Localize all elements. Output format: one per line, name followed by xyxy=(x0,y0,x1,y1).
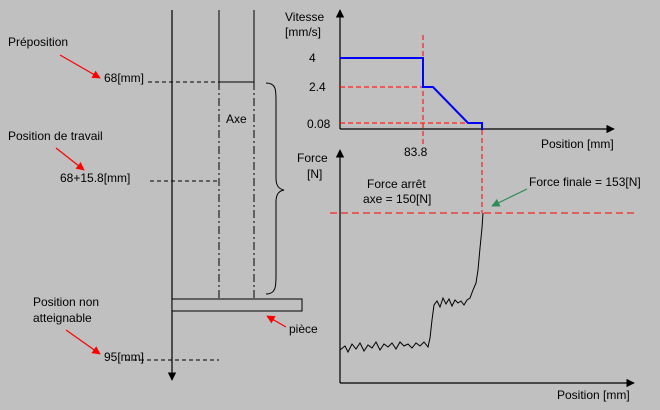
force-stop-label-line1: Force arrêt xyxy=(367,177,426,191)
speed-tick-4: 4 xyxy=(309,51,316,65)
force-final-label: Force finale = 153[N] xyxy=(529,175,641,189)
speed-tick-83-8: 83.8 xyxy=(404,145,428,159)
speed-tick-2-4: 2.4 xyxy=(309,80,326,94)
force-stop-label-line2: axe = 150[N] xyxy=(363,192,431,206)
preposition-label: Préposition xyxy=(8,35,68,49)
work-position-arrow xyxy=(55,147,85,171)
speed-x-title: Position [mm] xyxy=(541,137,614,151)
force-final-arrow xyxy=(491,188,528,207)
speed-tick-0-08: 0.08 xyxy=(307,117,331,131)
force-x-title: Position [mm] xyxy=(557,388,630,402)
preposition-value: 68[mm] xyxy=(104,71,144,85)
work-position-label: Position de travail xyxy=(8,129,103,143)
speed-profile-line xyxy=(340,57,483,130)
unreachable-arrow xyxy=(65,329,101,355)
unreachable-label-line1: Position non xyxy=(33,295,99,309)
preposition-arrow xyxy=(59,54,101,79)
force-signal-trace xyxy=(339,212,484,354)
piece-label: pièce xyxy=(289,322,318,336)
speed-y-title-line2: [mm/s] xyxy=(285,25,321,39)
axis-label: Axe xyxy=(226,112,247,126)
piece-arrow xyxy=(266,315,287,328)
unreachable-label-line2: atteignable xyxy=(33,311,92,325)
speed-chart: Vitesse [mm/s] Position [mm] 4 2.4 0.08 … xyxy=(285,9,615,159)
force-y-title-line1: Force xyxy=(297,151,328,165)
force-y-title-line2: [N] xyxy=(307,167,322,181)
stroke-brace xyxy=(265,82,285,295)
force-chart: Force [N] Position [mm] Force arrêt axe … xyxy=(297,130,641,402)
work-position-value: 68+15.8[mm] xyxy=(60,171,130,185)
mechanism-diagram: Axe Préposition 68[mm] Position de trava… xyxy=(8,10,318,381)
speed-y-title-line1: Vitesse xyxy=(285,10,324,24)
workpiece xyxy=(171,298,303,312)
unreachable-value: 95[mm] xyxy=(104,350,144,364)
